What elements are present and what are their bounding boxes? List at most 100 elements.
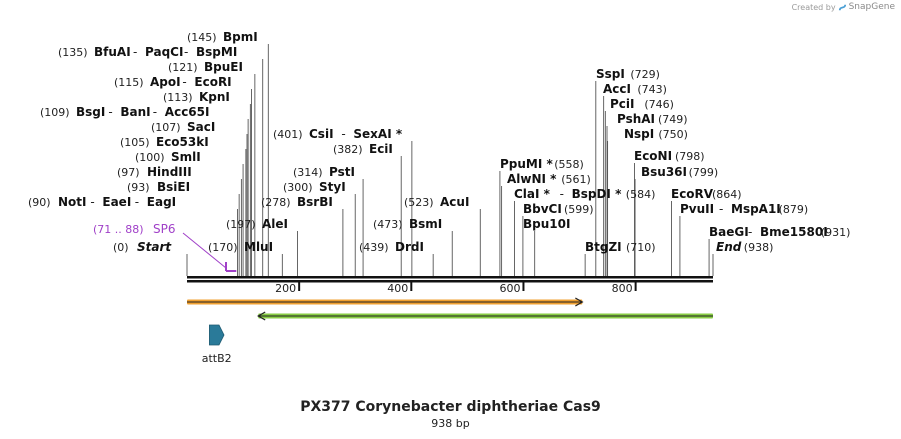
site-position: (879) xyxy=(779,203,809,216)
enzyme-name: EcoRI xyxy=(194,75,231,89)
enzyme-name: Bsu36I xyxy=(641,165,687,179)
site-position: (523) xyxy=(404,196,434,209)
tick-label: 600 xyxy=(499,282,520,295)
feature-spans xyxy=(187,297,713,321)
site-position: (743) xyxy=(637,83,667,96)
name-separator: - xyxy=(182,75,186,89)
enzyme-name: MspA1I xyxy=(731,202,781,216)
name-separator: - xyxy=(719,202,723,216)
enzyme-name: SspI xyxy=(596,67,625,81)
site-position: (314) xyxy=(293,166,323,179)
site-position: (749) xyxy=(658,113,688,126)
credit-brand: SnapGene xyxy=(848,2,895,12)
enzyme-name: SacI xyxy=(187,120,215,134)
enzyme-name: StyI xyxy=(319,180,346,194)
site-position: (558) xyxy=(554,158,584,171)
site-position: (121) xyxy=(168,61,198,74)
name-separator: - xyxy=(560,187,564,201)
site-labels: (0)Start(90)NotI-EaeI-EagI(93)BsiEI(97)H… xyxy=(28,30,850,254)
name-separator: - xyxy=(90,195,94,209)
backbone xyxy=(187,276,713,283)
tick-label: 800 xyxy=(612,282,633,295)
site-position: (170) xyxy=(208,241,238,254)
enzyme-name: EagI xyxy=(147,195,176,209)
features: attB2 xyxy=(202,324,232,365)
enzyme-name: PstI xyxy=(329,165,355,179)
enzyme-name: BsgI xyxy=(76,105,105,119)
enzyme-name: MluI xyxy=(244,240,273,254)
primer-name: SP6 xyxy=(153,222,176,236)
enzyme-name: SmlI xyxy=(171,150,201,164)
site-position: (0) xyxy=(113,241,129,254)
primers: (71 .. 88) SP6 xyxy=(93,222,237,272)
enzyme-name: NotI xyxy=(58,195,87,209)
ruler-ticks: 200 400 600 800 xyxy=(275,282,637,295)
snapgene-logo-icon xyxy=(838,4,846,10)
site-position: (584) xyxy=(626,188,656,201)
site-position: (135) xyxy=(58,46,88,59)
enzyme-name: ApoI xyxy=(150,75,181,89)
enzyme-name: DrdI xyxy=(395,240,424,254)
enzyme-name: EcoNI xyxy=(634,149,672,163)
site-position: (599) xyxy=(564,203,594,216)
tick-label: 400 xyxy=(387,282,408,295)
site-position: (746) xyxy=(644,98,674,111)
enzyme-name: BtgZI xyxy=(585,240,622,254)
enzyme-name: EcoRV xyxy=(671,187,714,201)
enzyme-name: End xyxy=(716,240,742,254)
backbone-bottom-strand xyxy=(187,280,713,283)
site-position: (97) xyxy=(117,166,140,179)
site-position: (100) xyxy=(135,151,165,164)
enzyme-name: BbvCI xyxy=(523,202,562,216)
enzyme-name: CsiI xyxy=(309,127,334,141)
enzyme-name: SexAI * xyxy=(353,127,402,141)
site-position: (710) xyxy=(626,241,656,254)
enzyme-name: Start xyxy=(137,240,172,254)
site-position: (113) xyxy=(163,91,193,104)
map-title: PX377 Corynebacter diphtheriae Cas9 xyxy=(300,399,601,415)
site-position: (931) xyxy=(821,226,851,239)
backbone-top-strand xyxy=(187,276,713,279)
site-position: (105) xyxy=(120,136,150,149)
site-position: (109) xyxy=(40,106,70,119)
enzyme-name: PaqCI xyxy=(145,45,183,59)
feature-label: attB2 xyxy=(202,352,232,365)
site-position: (401) xyxy=(273,128,303,141)
enzyme-name: Bme1580I xyxy=(760,225,828,239)
snapgene-credit: Created by SnapGene xyxy=(792,2,895,12)
primer-leader xyxy=(182,232,227,269)
site-position: (382) xyxy=(333,143,363,156)
enzyme-name: BaeGI xyxy=(709,225,749,239)
site-position: (473) xyxy=(373,218,403,231)
name-separator: - xyxy=(748,225,752,239)
enzyme-name: Acc65I xyxy=(165,105,210,119)
enzyme-name: BanI xyxy=(120,105,150,119)
site-position: (115) xyxy=(114,76,144,89)
site-position: (439) xyxy=(359,241,389,254)
enzyme-name: BspMI xyxy=(196,45,237,59)
enzyme-name: PshAI xyxy=(617,112,655,126)
enzyme-name: PpuMI * xyxy=(500,157,554,171)
enzyme-name: NspI xyxy=(624,127,654,141)
enzyme-name: AccI xyxy=(603,82,631,96)
enzyme-name: HindIII xyxy=(147,165,192,179)
enzyme-name: AcuI xyxy=(440,195,469,209)
primer-position: (71 .. 88) xyxy=(93,223,144,236)
enzyme-name: KpnI xyxy=(199,90,230,104)
enzyme-name: BsiEI xyxy=(157,180,190,194)
enzyme-name: BfuAI xyxy=(94,45,131,59)
enzyme-name: BpmI xyxy=(223,30,258,44)
credit-prefix: Created by xyxy=(791,2,836,12)
enzyme-name: BspDI * xyxy=(572,187,622,201)
span-arrowhead xyxy=(257,311,266,321)
site-position: (278) xyxy=(261,196,291,209)
name-separator: - xyxy=(135,195,139,209)
span-arrowhead xyxy=(575,297,584,307)
name-separator: - xyxy=(341,127,345,141)
site-position: (145) xyxy=(187,31,217,44)
site-position: (90) xyxy=(28,196,51,209)
site-position: (799) xyxy=(689,166,719,179)
enzyme-name: AlwNI * xyxy=(507,172,557,186)
site-lines xyxy=(186,44,714,276)
tick-label: 200 xyxy=(275,282,296,295)
